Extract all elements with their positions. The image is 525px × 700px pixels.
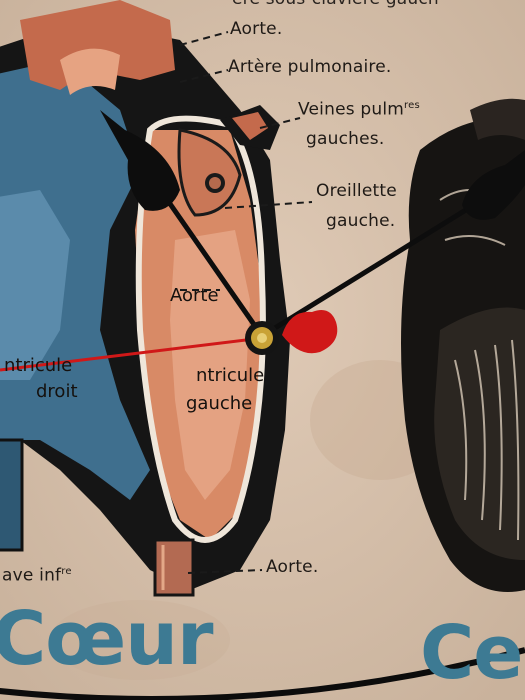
label-veines-sup: res xyxy=(404,100,420,111)
label-veine-cave: ave infre xyxy=(2,566,72,586)
label-oreillette: Oreillette xyxy=(316,181,397,201)
second-hand xyxy=(0,336,263,372)
label-veines-text: Veines pulm xyxy=(298,99,405,120)
label-artere-pulmonaire: Artère pulmonaire. xyxy=(228,57,392,77)
title-coeur-left: Cœur xyxy=(0,596,213,682)
label-top-cut: ère sous-clavière gauch xyxy=(232,0,439,10)
label-aorte-bottom: Aorte. xyxy=(266,557,319,577)
label-veine-cave-text: ave inf xyxy=(2,565,62,586)
label-ventricule-gauche-1: ntricule xyxy=(196,365,265,386)
label-ventricule-droit-1: ntricule xyxy=(4,355,73,376)
label-veines-gauches: gauches. xyxy=(306,129,385,149)
minute-hand xyxy=(260,150,525,339)
heart-icon xyxy=(282,309,338,354)
label-oreillette-gauche: gauche. xyxy=(326,211,396,231)
label-aorte-top: Aorte. xyxy=(230,19,283,39)
label-veines: Veines pulmres xyxy=(298,100,420,120)
hour-hand xyxy=(100,110,265,338)
title-coeur-right: Ce xyxy=(420,610,523,696)
label-veine-cave-sup: re xyxy=(61,566,72,577)
label-aorte-inner: Aorte xyxy=(170,285,219,306)
label-ventricule-droit-2: droit xyxy=(36,381,78,402)
label-ventricule-gauche-2: gauche xyxy=(186,393,253,414)
